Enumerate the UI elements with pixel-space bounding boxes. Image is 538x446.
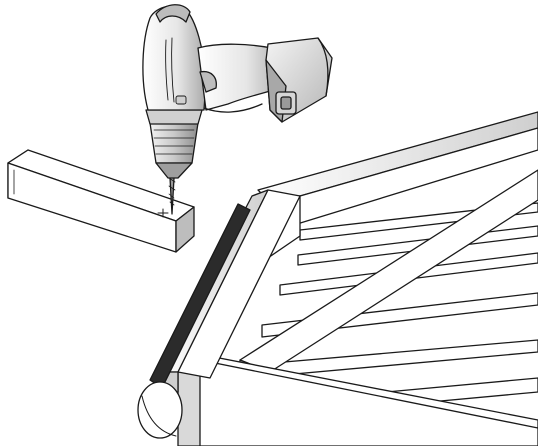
drill-clutch-ring — [145, 109, 203, 125]
timber-block — [7, 149, 195, 253]
drill-chuck-tip — [155, 162, 193, 179]
drill-vents — [165, 37, 187, 105]
frame-rail-end-cap — [137, 381, 183, 439]
timber-block-right-end — [175, 206, 195, 253]
frame-left-rail-top — [177, 189, 301, 379]
drill-direction-switch — [175, 95, 187, 105]
drill-chuck — [149, 122, 199, 164]
drill-trigger — [199, 70, 217, 93]
deck-frame — [137, 111, 538, 446]
cordless-drill — [142, 4, 333, 179]
drill-motor-housing — [142, 5, 207, 111]
pilot-mark — [157, 208, 169, 218]
drill-top-cap — [155, 4, 191, 23]
